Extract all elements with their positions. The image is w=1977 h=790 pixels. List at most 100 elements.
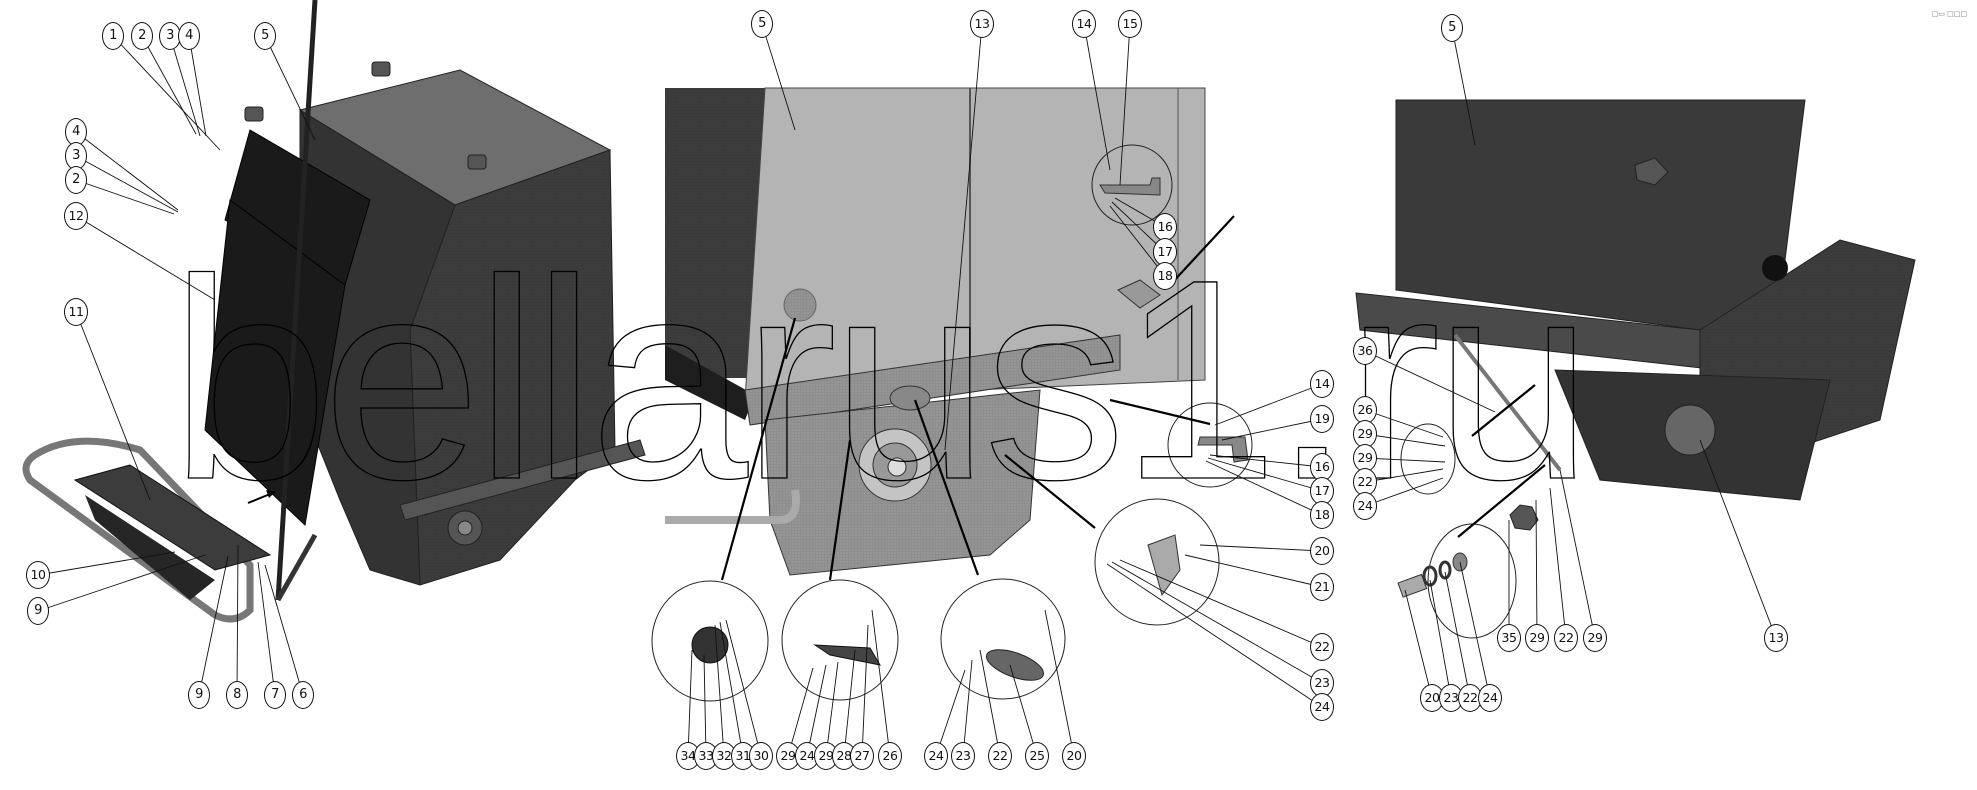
leader-line	[1209, 454, 1323, 468]
leader-line	[236, 544, 239, 696]
part-callout-7: 7	[264, 681, 286, 709]
detail-circle-bracket-top	[1091, 144, 1173, 226]
leader-line	[725, 619, 762, 757]
leader-line	[75, 131, 179, 211]
part-callout-16: 16	[1153, 213, 1177, 241]
leader-line	[1444, 571, 1471, 699]
leader-line	[962, 659, 973, 757]
right-hopper	[1355, 99, 1916, 639]
part-callout-26: 26	[878, 742, 902, 770]
leader-line	[1205, 460, 1323, 516]
part-callout-2: 2	[65, 166, 87, 194]
leader-line	[1111, 561, 1323, 684]
part-callout-24: 24	[924, 742, 948, 770]
part-callout-18: 18	[1310, 501, 1334, 529]
leader-line	[1535, 499, 1538, 639]
detail-circle-cover	[651, 580, 769, 702]
leader-line	[1221, 418, 1323, 441]
part-callout-18: 18	[1153, 262, 1177, 290]
watermark: bellarus1.ru	[169, 220, 1593, 539]
leader-line	[75, 155, 179, 213]
leader-line	[787, 667, 814, 757]
leader-line	[825, 661, 839, 757]
part-callout-6: 6	[292, 681, 314, 709]
leader-line	[257, 561, 276, 696]
part-callout-11: 11	[64, 298, 88, 326]
bolt	[1397, 573, 1428, 598]
part-callout-35: 35	[1497, 624, 1521, 652]
part-callout-5: 5	[1441, 14, 1463, 42]
leader-line	[1364, 409, 1444, 438]
leader-line	[1559, 469, 1596, 639]
leader-line	[687, 649, 693, 757]
part-callout-22: 22	[1554, 624, 1578, 652]
support-bar	[275, 0, 318, 601]
leader-line	[1119, 23, 1131, 186]
svg-text:bellarus1.ru: bellarus1.ru	[170, 221, 1587, 539]
part-callout-29: 29	[1583, 624, 1607, 652]
leader-line	[761, 23, 796, 131]
step-frame-tube	[22, 437, 254, 623]
detail-circle-tensioner	[781, 579, 899, 701]
leader-line	[1364, 457, 1446, 463]
leader-line	[719, 621, 744, 757]
leader-line	[1364, 468, 1444, 483]
leader-line	[1699, 439, 1777, 639]
part-callout-24: 24	[1478, 684, 1502, 712]
part-callout-10: 10	[26, 561, 50, 589]
leader-line	[979, 649, 1001, 757]
drain-plug	[1509, 504, 1539, 531]
frame-tube	[665, 489, 800, 524]
part-callout-2: 2	[131, 22, 153, 50]
part-callout-19: 19	[1310, 405, 1334, 433]
part-callout-4: 4	[178, 22, 200, 50]
part-callout-9: 9	[27, 597, 49, 625]
part-callout-24: 24	[1310, 693, 1334, 721]
hopper-port	[1762, 255, 1788, 281]
hopper-light-panel	[744, 87, 1206, 401]
step-plate-teeth	[85, 495, 215, 600]
part-callout-3: 3	[65, 142, 87, 170]
leader-line	[141, 35, 197, 135]
leader-line	[703, 654, 707, 757]
leader-line	[1083, 23, 1111, 171]
part-callout-24: 24	[1353, 492, 1377, 520]
part-callout-14: 14	[1310, 370, 1334, 398]
leader-line	[75, 179, 175, 215]
part-callout-20: 20	[1310, 537, 1334, 565]
part-callout-1: 1	[102, 22, 124, 50]
step-plate	[73, 464, 272, 571]
part-callout-23: 23	[951, 742, 975, 770]
part-callout-20: 20	[1062, 742, 1086, 770]
part-callout-17: 17	[1153, 238, 1177, 266]
part-callout-25: 25	[1025, 742, 1049, 770]
inspection-cover	[783, 288, 817, 322]
leader-line	[75, 215, 216, 301]
sill-rail	[744, 334, 1121, 426]
leader-line	[75, 311, 151, 501]
leader-line	[1009, 664, 1038, 757]
part-callout-34: 34	[676, 742, 700, 770]
leader-line	[944, 23, 983, 451]
leader-line	[1214, 383, 1323, 426]
part-callout-13: 13	[1764, 624, 1788, 652]
leader-line	[1429, 579, 1452, 699]
detail-circle-bracket-mid	[1167, 402, 1253, 488]
leader-line	[1199, 544, 1323, 552]
auger-bearing	[1664, 404, 1716, 456]
bracket	[1117, 279, 1161, 309]
leader-line	[714, 624, 725, 757]
level-sensor	[1634, 157, 1669, 186]
leader-line	[1364, 477, 1444, 507]
part-callout-36: 36	[1353, 337, 1377, 365]
leader-line	[861, 624, 869, 757]
part-callout-27: 27	[850, 742, 874, 770]
part-callout-17: 17	[1310, 477, 1334, 505]
leader-line	[264, 564, 304, 696]
detail-circle-plate	[1094, 498, 1220, 626]
part-callout-22: 22	[988, 742, 1012, 770]
corner-mark: □▭ □□□	[1931, 10, 1967, 18]
part-callout-30: 30	[749, 742, 773, 770]
